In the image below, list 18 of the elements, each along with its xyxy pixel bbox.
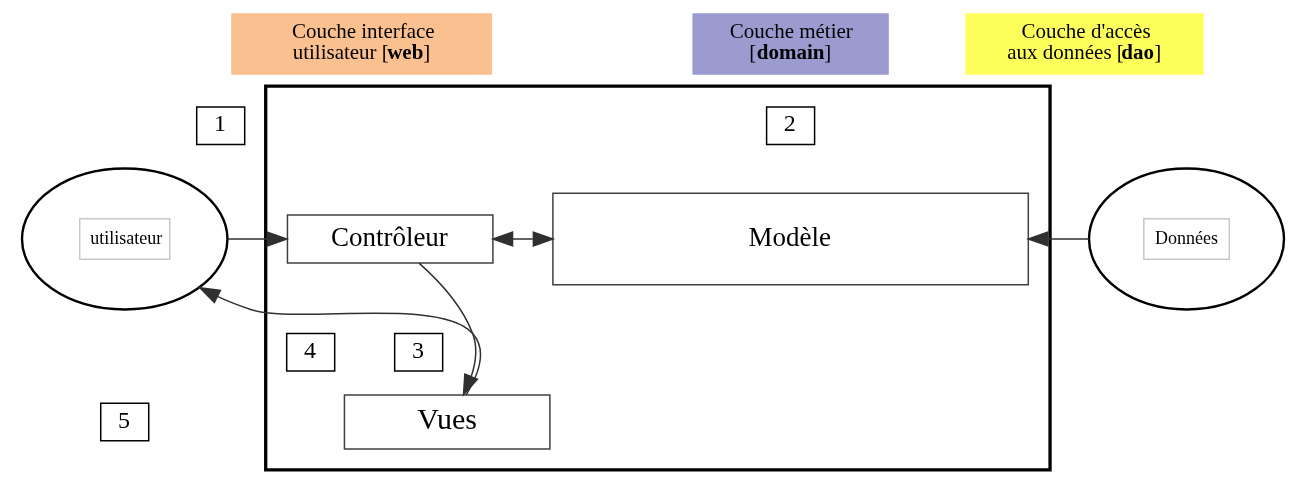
node-box: 4	[285, 332, 335, 372]
arrow	[490, 231, 555, 247]
arrow	[1025, 231, 1090, 247]
node-ellipse: Données	[1087, 167, 1285, 311]
node-box: Vues	[343, 394, 551, 450]
node-box: 2	[765, 106, 815, 146]
node-box: Contrôleur	[286, 214, 494, 264]
node-box: Couche interface utilisateur [web]	[230, 13, 492, 75]
node-box: Modèle	[551, 192, 1029, 286]
node-box: 3	[393, 332, 443, 372]
node-box: Couche d'accès aux données [dao]	[964, 13, 1204, 75]
node-box: Couche métier [domain]	[691, 13, 889, 75]
node-ellipse: utilisateur	[20, 167, 229, 311]
arrow	[417, 262, 479, 397]
arrow	[226, 231, 289, 247]
node-box: 1	[195, 106, 245, 146]
arrow	[197, 286, 481, 396]
node-box: 5	[99, 402, 149, 442]
